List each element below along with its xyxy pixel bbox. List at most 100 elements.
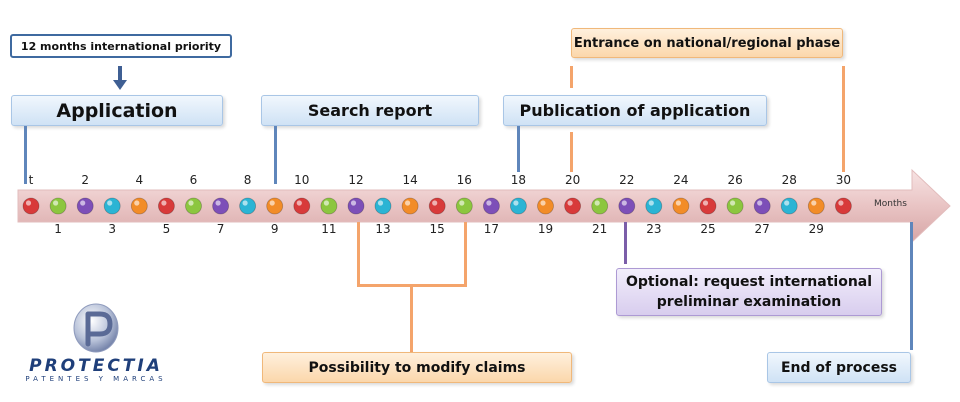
tick-label: 28 bbox=[781, 173, 797, 187]
tick-label: 23 bbox=[646, 222, 662, 236]
timeline-dot-22 bbox=[618, 197, 636, 215]
timeline-dot-10 bbox=[293, 197, 311, 215]
tick-label: 13 bbox=[375, 222, 391, 236]
modify-claims-stem bbox=[410, 284, 413, 352]
tick-label: 19 bbox=[537, 222, 554, 236]
timeline-dot-highlight-13 bbox=[377, 200, 384, 206]
timeline-dot-0 bbox=[22, 197, 40, 215]
tick-label: 24 bbox=[673, 173, 689, 187]
end-of-process-connector bbox=[910, 222, 913, 350]
tick-label: 5 bbox=[162, 222, 171, 236]
entrance-connector-left-top bbox=[570, 66, 573, 88]
timeline-dot-highlight-4 bbox=[134, 200, 140, 206]
timeline-dot-highlight-20 bbox=[567, 200, 573, 206]
timeline-dot-30 bbox=[835, 197, 852, 215]
timeline-dot-highlight-0 bbox=[25, 200, 32, 206]
timeline-dot-15 bbox=[428, 197, 446, 215]
tick-label: 6 bbox=[189, 173, 198, 187]
tick-label: 20 bbox=[564, 173, 581, 187]
tick-label: 10 bbox=[294, 173, 310, 187]
tick-label: 1 bbox=[54, 222, 62, 236]
modify-claims-right-line bbox=[464, 222, 467, 286]
tick-label: 18 bbox=[510, 173, 527, 187]
tick-label: 25 bbox=[700, 222, 716, 236]
timeline-arrow bbox=[17, 168, 951, 244]
entrance-connector-right bbox=[842, 66, 845, 172]
timeline-dot-highlight-15 bbox=[432, 200, 438, 206]
timeline-dot-23 bbox=[645, 197, 663, 215]
protectia-logo bbox=[73, 303, 119, 353]
tick-label: 21 bbox=[592, 222, 608, 236]
timeline-dot-highlight-28 bbox=[784, 200, 790, 206]
timeline-dot-9 bbox=[266, 197, 284, 215]
search-report-box: Search report bbox=[261, 95, 479, 126]
timeline-dot-highlight-8 bbox=[242, 200, 248, 206]
timeline-dot-28 bbox=[780, 197, 798, 215]
timeline-dot-highlight-21 bbox=[594, 200, 600, 206]
tick-label: t bbox=[28, 173, 34, 187]
timeline-dot-1 bbox=[49, 197, 67, 215]
end-of-process-box: End of process bbox=[767, 352, 911, 383]
timeline-dot-highlight-6 bbox=[188, 200, 194, 206]
timeline-dot-16 bbox=[455, 197, 473, 215]
timeline-dot-26 bbox=[726, 197, 744, 215]
timeline-dot-3 bbox=[103, 197, 121, 215]
timeline-dot-29 bbox=[807, 197, 825, 215]
tick-label: 16 bbox=[456, 173, 472, 187]
optional-line-1: Optional: request international bbox=[625, 274, 873, 290]
modify-claims-box: Possibility to modify claims bbox=[262, 352, 572, 383]
timeline-dot-highlight-2 bbox=[80, 200, 86, 206]
tick-label: 22 bbox=[619, 173, 635, 187]
tick-label: 26 bbox=[727, 173, 743, 187]
timeline-dot-highlight-22 bbox=[621, 200, 627, 206]
logo-name: PROTECTIA bbox=[29, 356, 163, 376]
entrance-box: Entrance on national/regional phase bbox=[571, 28, 843, 58]
timeline-dot-20 bbox=[564, 197, 581, 215]
timeline-dot-25 bbox=[699, 197, 717, 215]
timeline-dot-highlight-9 bbox=[269, 200, 275, 206]
timeline-dot-highlight-3 bbox=[107, 200, 113, 206]
tick-label: 3 bbox=[108, 222, 117, 236]
tick-label: 17 bbox=[483, 222, 499, 236]
tick-label: 27 bbox=[754, 222, 770, 236]
entrance-connector-left-bottom bbox=[570, 132, 573, 172]
timeline-dot-8 bbox=[239, 197, 257, 215]
timeline-dot-highlight-10 bbox=[296, 200, 302, 206]
modify-claims-left-line bbox=[357, 222, 360, 286]
timeline-dot-highlight-30 bbox=[838, 200, 844, 206]
timeline-dot-14 bbox=[401, 197, 419, 215]
tick-label: 29 bbox=[808, 222, 824, 236]
timeline-dot-18 bbox=[510, 197, 527, 215]
priority-arrow-head bbox=[113, 80, 127, 90]
application-box: Application bbox=[11, 95, 223, 126]
priority-box: 12 months international priority bbox=[10, 34, 232, 58]
timeline-dot-21 bbox=[591, 197, 609, 215]
timeline-dot-7 bbox=[212, 197, 230, 215]
tick-label: 4 bbox=[135, 173, 144, 187]
timeline-dot-2 bbox=[76, 197, 94, 215]
logo-tagline: PATENTES Y MARCAS bbox=[25, 375, 167, 383]
timeline-dot-highlight-14 bbox=[405, 200, 411, 206]
timeline-dot-highlight-12 bbox=[350, 200, 357, 206]
application-connector bbox=[24, 126, 27, 184]
search-report-connector bbox=[274, 126, 277, 184]
timeline-dot-highlight-19 bbox=[540, 200, 546, 206]
timeline-dot-17 bbox=[482, 197, 500, 215]
timeline-dot-highlight-27 bbox=[757, 200, 763, 206]
timeline-dot-27 bbox=[753, 197, 771, 215]
tick-label: 2 bbox=[81, 173, 89, 187]
timeline-dot-highlight-5 bbox=[161, 200, 167, 206]
timeline-dot-6 bbox=[185, 197, 202, 215]
tick-label: 11 bbox=[321, 222, 337, 236]
publication-box: Publication of application bbox=[503, 95, 767, 126]
tick-label: 12 bbox=[348, 173, 364, 187]
timeline-dot-12 bbox=[347, 197, 365, 215]
timeline-dot-highlight-7 bbox=[215, 200, 221, 206]
timeline-dot-11 bbox=[320, 197, 338, 215]
timeline-dot-highlight-23 bbox=[648, 200, 654, 206]
tick-label: 7 bbox=[216, 222, 225, 236]
timeline-dot-24 bbox=[672, 197, 690, 215]
optional-line-2: preliminar examination bbox=[656, 294, 842, 310]
timeline-dot-highlight-17 bbox=[486, 200, 492, 206]
optional-connector bbox=[624, 222, 627, 264]
